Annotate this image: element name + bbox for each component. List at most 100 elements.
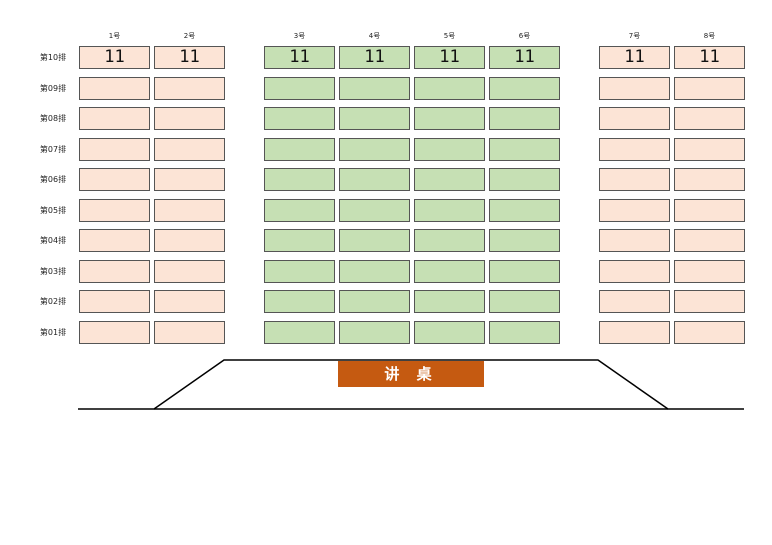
seat-cell[interactable] bbox=[414, 290, 485, 313]
seat-cell[interactable] bbox=[264, 107, 335, 130]
column-header-3: 3号 bbox=[293, 32, 306, 40]
seat-cell[interactable] bbox=[674, 198, 745, 222]
seat-cell[interactable] bbox=[264, 259, 335, 283]
seat-cell[interactable] bbox=[489, 168, 560, 191]
column-header-2: 2号 bbox=[183, 32, 196, 40]
seat-cell[interactable]: 11 bbox=[264, 46, 335, 69]
seat-cell[interactable] bbox=[414, 259, 485, 283]
seat-cell[interactable] bbox=[154, 107, 225, 130]
seat-cell[interactable] bbox=[674, 229, 745, 252]
seat-cell[interactable] bbox=[264, 320, 335, 344]
seat-cell[interactable] bbox=[674, 259, 745, 283]
seat-cell[interactable] bbox=[599, 198, 670, 222]
seat-cell[interactable] bbox=[489, 107, 560, 130]
desk-label: 讲 桌 bbox=[384, 365, 438, 383]
seat-cell[interactable] bbox=[339, 137, 410, 161]
seat-cell[interactable] bbox=[339, 107, 410, 130]
seat-cell[interactable] bbox=[489, 290, 560, 313]
seat-cell[interactable] bbox=[414, 320, 485, 344]
seat-cell[interactable]: 11 bbox=[79, 46, 150, 69]
seat-cell[interactable] bbox=[264, 137, 335, 161]
seat-cell[interactable] bbox=[414, 107, 485, 130]
seat-cell[interactable] bbox=[489, 259, 560, 283]
seat-cell[interactable] bbox=[414, 168, 485, 191]
row-label: 第01排 bbox=[39, 327, 67, 337]
seat-cell[interactable] bbox=[79, 259, 150, 283]
column-header-7: 7号 bbox=[628, 32, 641, 40]
seat-cell[interactable] bbox=[414, 198, 485, 222]
seat-cell[interactable] bbox=[79, 137, 150, 161]
column-header-5: 5号 bbox=[443, 32, 456, 40]
seat-cell[interactable] bbox=[489, 76, 560, 100]
seat-cell[interactable] bbox=[674, 137, 745, 161]
seat-cell[interactable] bbox=[599, 168, 670, 191]
seat-cell[interactable] bbox=[599, 76, 670, 100]
lectern-desk: 讲 桌 bbox=[338, 361, 484, 387]
seat-cell[interactable] bbox=[264, 76, 335, 100]
seat-cell[interactable] bbox=[79, 168, 150, 191]
seat-cell[interactable] bbox=[674, 76, 745, 100]
seat-cell[interactable] bbox=[674, 320, 745, 344]
seat-cell[interactable] bbox=[339, 76, 410, 100]
seat-cell[interactable] bbox=[339, 290, 410, 313]
seat-cell[interactable] bbox=[79, 76, 150, 100]
row-label: 第10排 bbox=[39, 53, 67, 62]
seat-cell[interactable] bbox=[339, 198, 410, 222]
seat-cell[interactable] bbox=[599, 290, 670, 313]
seat-cell[interactable] bbox=[154, 259, 225, 283]
seat-cell[interactable] bbox=[599, 137, 670, 161]
seat-cell[interactable] bbox=[79, 229, 150, 252]
row-label: 第07排 bbox=[39, 144, 67, 154]
column-header-4: 4号 bbox=[368, 32, 381, 40]
seat-cell[interactable] bbox=[339, 168, 410, 191]
column-header-6: 6号 bbox=[518, 32, 531, 40]
seat-cell[interactable] bbox=[79, 290, 150, 313]
seat-cell[interactable] bbox=[154, 320, 225, 344]
seat-cell[interactable] bbox=[154, 137, 225, 161]
seat-cell[interactable] bbox=[339, 229, 410, 252]
seat-cell[interactable] bbox=[339, 320, 410, 344]
seat-cell[interactable] bbox=[414, 76, 485, 100]
seat-cell[interactable] bbox=[264, 290, 335, 313]
seat-cell[interactable] bbox=[264, 198, 335, 222]
seat-cell[interactable] bbox=[264, 168, 335, 191]
seat-cell[interactable] bbox=[154, 198, 225, 222]
seat-cell[interactable] bbox=[414, 229, 485, 252]
seat-cell[interactable]: 11 bbox=[489, 46, 560, 69]
seat-cell[interactable] bbox=[154, 229, 225, 252]
seat-cell[interactable]: 11 bbox=[339, 46, 410, 69]
seat-cell[interactable]: 11 bbox=[599, 46, 670, 69]
seat-cell[interactable] bbox=[599, 107, 670, 130]
seat-cell[interactable] bbox=[674, 107, 745, 130]
seat-cell[interactable] bbox=[489, 198, 560, 222]
seat-cell[interactable] bbox=[489, 137, 560, 161]
seat-cell[interactable] bbox=[339, 259, 410, 283]
seat-cell[interactable] bbox=[599, 259, 670, 283]
row-label: 第02排 bbox=[39, 297, 67, 306]
seat-cell[interactable]: 11 bbox=[414, 46, 485, 69]
row-label: 第09排 bbox=[39, 83, 67, 93]
seat-cell[interactable] bbox=[154, 290, 225, 313]
seat-cell[interactable] bbox=[414, 137, 485, 161]
row-label: 第05排 bbox=[39, 205, 67, 215]
seat-cell[interactable]: 11 bbox=[674, 46, 745, 69]
seat-cell[interactable] bbox=[599, 229, 670, 252]
seat-cell[interactable] bbox=[489, 229, 560, 252]
seat-cell[interactable]: 11 bbox=[154, 46, 225, 69]
seat-cell[interactable] bbox=[674, 168, 745, 191]
seat-cell[interactable] bbox=[599, 320, 670, 344]
seat-cell[interactable] bbox=[79, 320, 150, 344]
seat-cell[interactable] bbox=[154, 76, 225, 100]
column-header-1: 1号 bbox=[108, 32, 121, 40]
row-label: 第08排 bbox=[39, 114, 67, 123]
seat-cell[interactable] bbox=[674, 290, 745, 313]
seat-cell[interactable] bbox=[264, 229, 335, 252]
column-header-8: 8号 bbox=[703, 32, 716, 40]
row-label: 第06排 bbox=[39, 175, 67, 184]
row-label: 第04排 bbox=[39, 236, 67, 245]
seat-cell[interactable] bbox=[154, 168, 225, 191]
seat-cell[interactable] bbox=[79, 107, 150, 130]
seat-cell[interactable] bbox=[489, 320, 560, 344]
seat-cell[interactable] bbox=[79, 198, 150, 222]
